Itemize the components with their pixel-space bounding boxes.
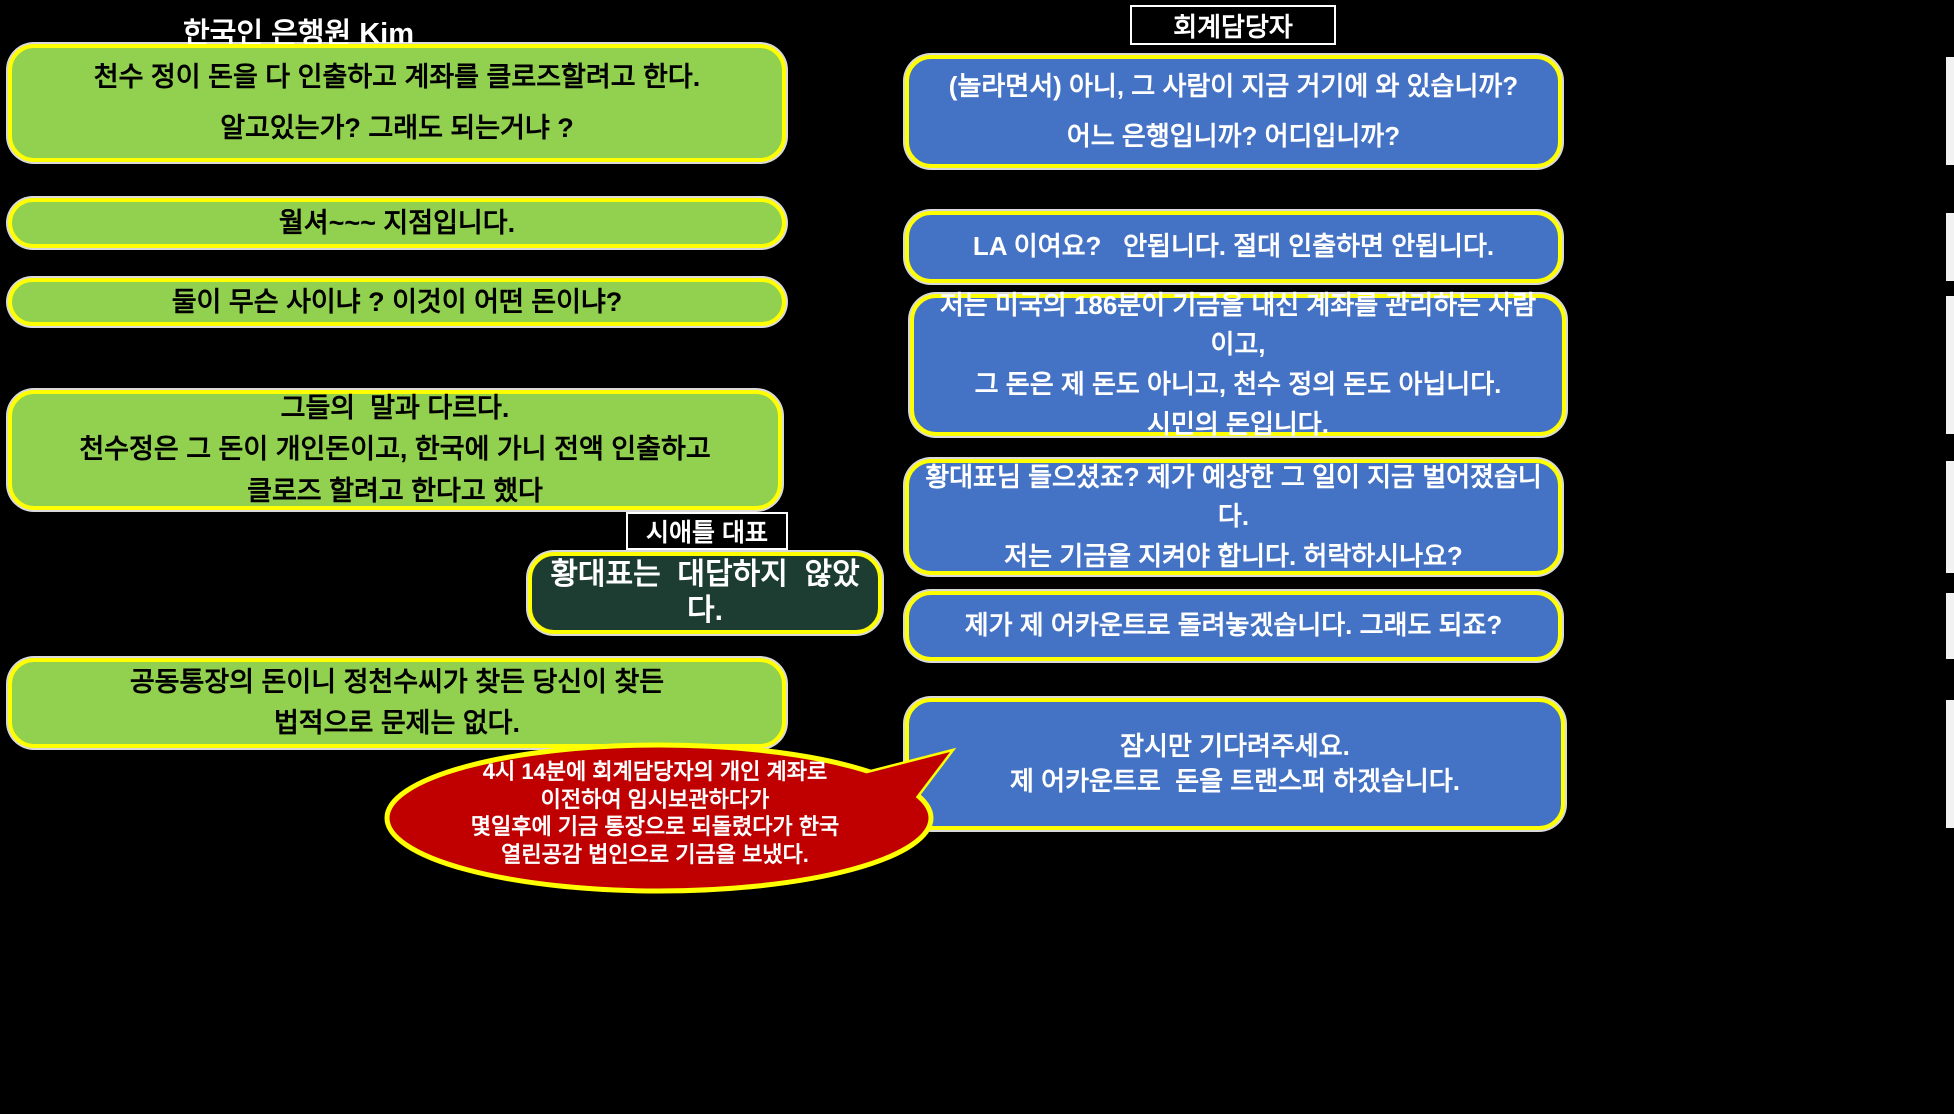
callout-line: 몇일후에 기금 통장으로 되돌렸다가 한국 xyxy=(470,814,840,840)
bubble-line: 저는 미국의 186분이 기금을 내신 계좌를 관리하는 사람이고, xyxy=(939,289,1537,360)
bubble-line: 황대표님 들으셨죠? 제가 예상한 그 일이 지금 벌어졌습니다. xyxy=(925,461,1542,532)
bubble-line: 제가 제 어카운트로 돌려놓겠습니다. 그래도 되죠? xyxy=(964,610,1503,641)
callout-line: 이전하여 임시보관하다가 xyxy=(540,786,770,812)
callout-line: 4시 14분에 회계담당자의 개인 계좌로 xyxy=(482,759,828,784)
bubble-line: 잠시만 기다려주세요. xyxy=(1120,730,1350,761)
bubble-line: (놀라면서) 아니, 그 사람이 지금 거기에 와 있습니까? xyxy=(948,71,1519,102)
accountant-bubble-6: 잠시만 기다려주세요. 제 어카운트로 돈을 트랜스퍼 하겠습니다. xyxy=(905,698,1565,830)
screen-edge-artifact xyxy=(1946,213,1954,281)
bubble-line: 어느 은행입니까? 어디입니까? xyxy=(1066,120,1401,151)
callout-line: 열린공감 법인으로 기금을 보냈다. xyxy=(501,842,809,868)
accountant-bubble-2: LA 이여요? 안됩니다. 절대 인출하면 안됩니다. xyxy=(905,211,1562,283)
bubble-line: 그 돈은 제 돈도 아니고, 천수 정의 돈도 아닙니다. xyxy=(974,369,1502,399)
screen-edge-artifact xyxy=(1946,296,1954,434)
banker-bubble-3: 둘이 무슨 사이냐 ? 이것이 어떤 돈이냐? xyxy=(8,278,786,326)
banker-bubble-4: 그들의 말과 다르다. 천수정은 그 돈이 개인돈이고, 한국에 가니 전액 인… xyxy=(8,390,782,510)
bubble-line: 알고있는가? 그래도 되는거냐 ? xyxy=(220,113,574,143)
banker-bubble-1: 천수 정이 돈을 다 인출하고 계좌를 클로즈할려고 한다. 알고있는가? 그래… xyxy=(8,44,786,162)
accountant-bubble-1: (놀라면서) 아니, 그 사람이 지금 거기에 와 있습니까? 어느 은행입니까… xyxy=(905,55,1562,168)
seattle-bubble: 황대표는 대답하지 않았다. xyxy=(528,552,882,634)
bubble-line: 둘이 무슨 사이냐 ? 이것이 어떤 돈이냐? xyxy=(171,286,623,317)
screen-edge-artifact xyxy=(1946,593,1954,659)
bubble-line: 공동통장의 돈이니 정천수씨가 찾든 당신이 찾든 xyxy=(129,666,665,697)
bubble-line: 황대표는 대답하지 않았다. xyxy=(550,558,860,627)
bubble-line: 저는 기금을 지켜야 합니다. 허락하시나요? xyxy=(1004,540,1463,571)
bubble-line: 법적으로 문제는 없다. xyxy=(273,708,521,738)
screen-edge-artifact xyxy=(1946,57,1954,165)
bubble-line: 그들의 말과 다르다. xyxy=(280,393,510,424)
right-speaker-label: 회계담당자 xyxy=(1130,5,1336,45)
bubble-line: 제 어카운트로 돈을 트랜스퍼 하겠습니다. xyxy=(1010,766,1460,796)
bubble-line: 월셔~~~ 지점입니다. xyxy=(278,207,516,238)
accountant-bubble-3: 저는 미국의 186분이 기금을 내신 계좌를 관리하는 사람이고, 그 돈은 … xyxy=(910,290,1566,439)
screen-edge-artifact xyxy=(1946,461,1954,573)
accountant-bubble-4: 황대표님 들으셨죠? 제가 예상한 그 일이 지금 벌어졌습니다. 저는 기금을… xyxy=(905,459,1562,575)
bubble-line: 천수정은 그 돈이 개인돈이고, 한국에 가니 전액 인출하고 xyxy=(79,434,711,465)
red-callout-text: 4시 14분에 회계담당자의 개인 계좌로 이전하여 임시보관하다가 몇일후에 … xyxy=(400,758,910,869)
seattle-speaker-label: 시애틀 대표 xyxy=(626,512,788,550)
bubble-line: 천수 정이 돈을 다 인출하고 계좌를 클로즈할려고 한다. xyxy=(93,61,701,92)
red-callout-balloon xyxy=(384,742,957,894)
bubble-line: 클로즈 할려고 한다고 했다 xyxy=(247,475,543,506)
accountant-bubble-5: 제가 제 어카운트로 돌려놓겠습니다. 그래도 되죠? xyxy=(905,591,1562,661)
screen-edge-artifact xyxy=(1946,700,1954,828)
banker-bubble-5: 공동통장의 돈이니 정천수씨가 찾든 당신이 찾든 법적으로 문제는 없다. xyxy=(8,658,786,748)
banker-bubble-2: 월셔~~~ 지점입니다. xyxy=(8,198,786,248)
bubble-line: LA 이여요? 안됩니다. 절대 인출하면 안됩니다. xyxy=(972,231,1495,262)
bubble-line: 시민의 돈입니다. xyxy=(1147,408,1329,439)
